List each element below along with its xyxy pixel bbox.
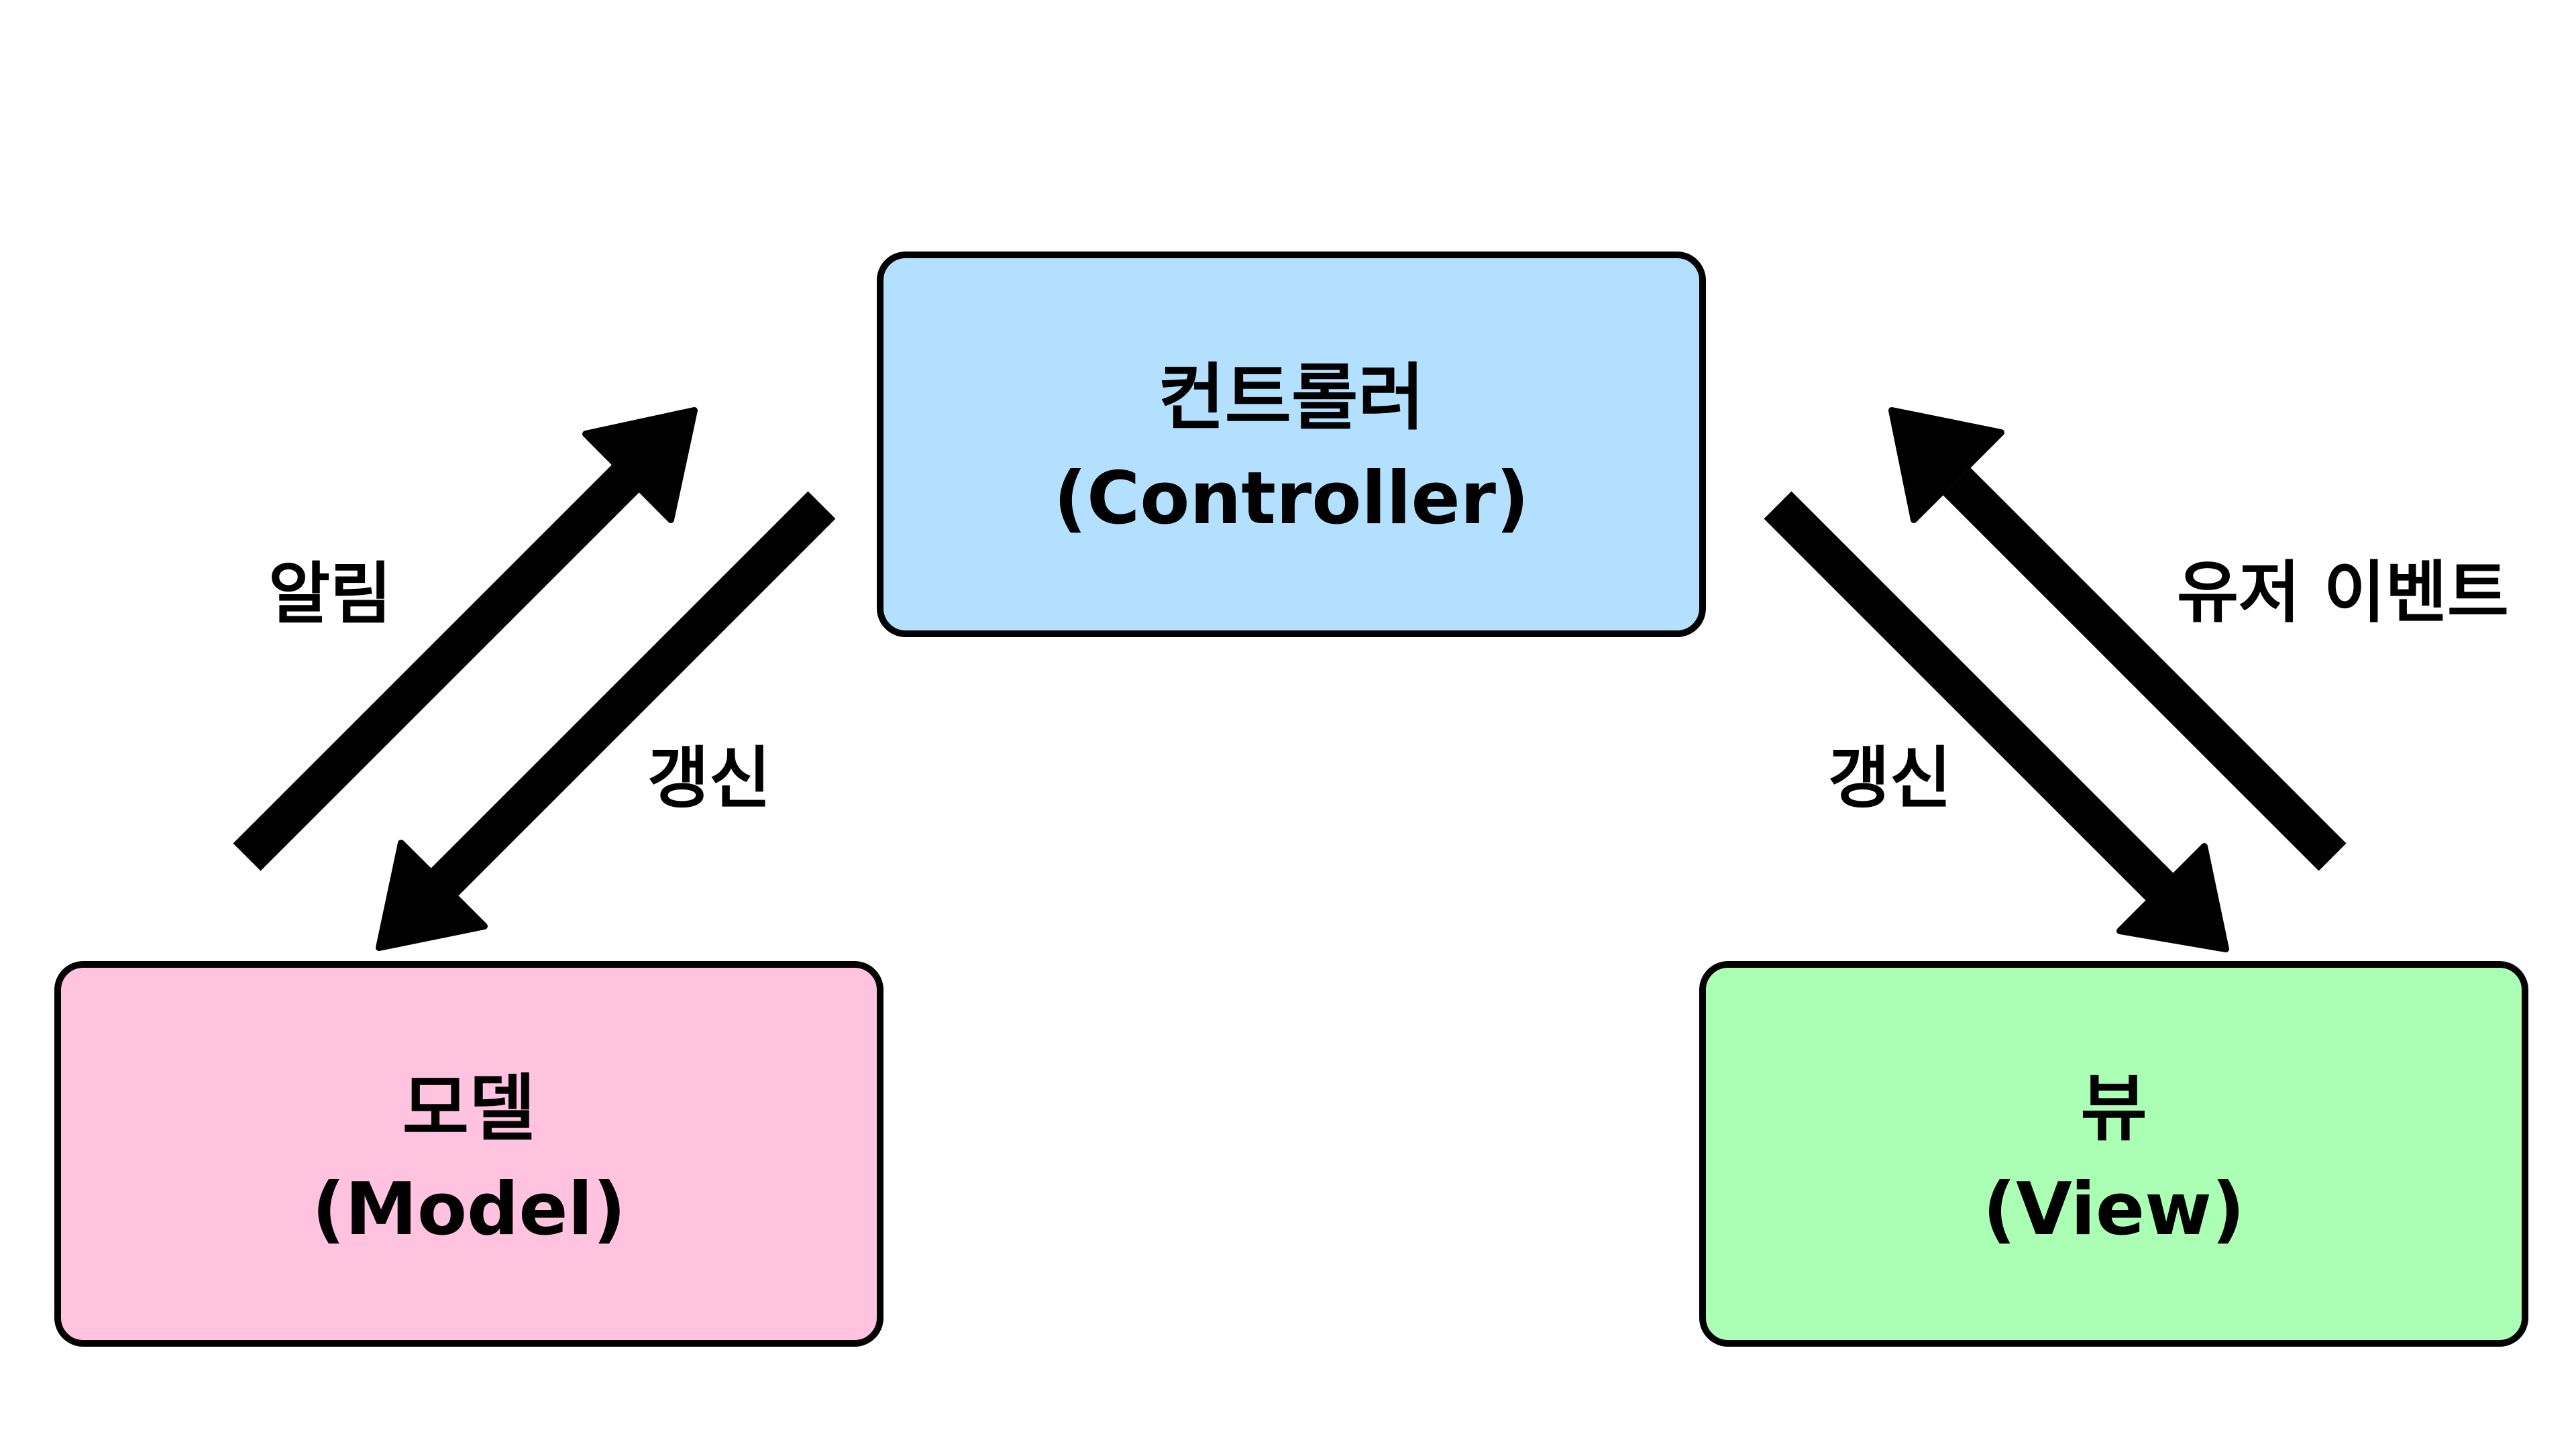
arrow-controller-to-view [1764, 491, 2229, 952]
controller-node: 컨트롤러 (Controller) [877, 252, 1706, 637]
arrow-controller-to-model [376, 491, 836, 951]
label-user-event: 유저 이벤트 [2177, 553, 2509, 632]
controller-title: 컨트롤러 [1158, 356, 1424, 440]
label-update-model: 갱신 [647, 739, 771, 818]
view-node: 뷰 (View) [1699, 961, 2528, 1347]
label-update-view: 갱신 [1828, 739, 1951, 818]
model-node: 모델 (Model) [54, 961, 883, 1347]
model-subtitle: (Model) [312, 1168, 626, 1251]
label-notify: 알림 [268, 555, 392, 633]
view-box [1699, 961, 2528, 1347]
controller-box [877, 252, 1706, 637]
view-title: 뷰 [2080, 1067, 2147, 1151]
arrow-view-to-controller [1888, 407, 2347, 871]
model-box [54, 961, 883, 1347]
view-subtitle: (View) [1983, 1168, 2245, 1251]
controller-subtitle: (Controller) [1054, 457, 1529, 541]
model-title: 모델 [402, 1067, 536, 1151]
arrow-model-to-controller [233, 407, 698, 871]
